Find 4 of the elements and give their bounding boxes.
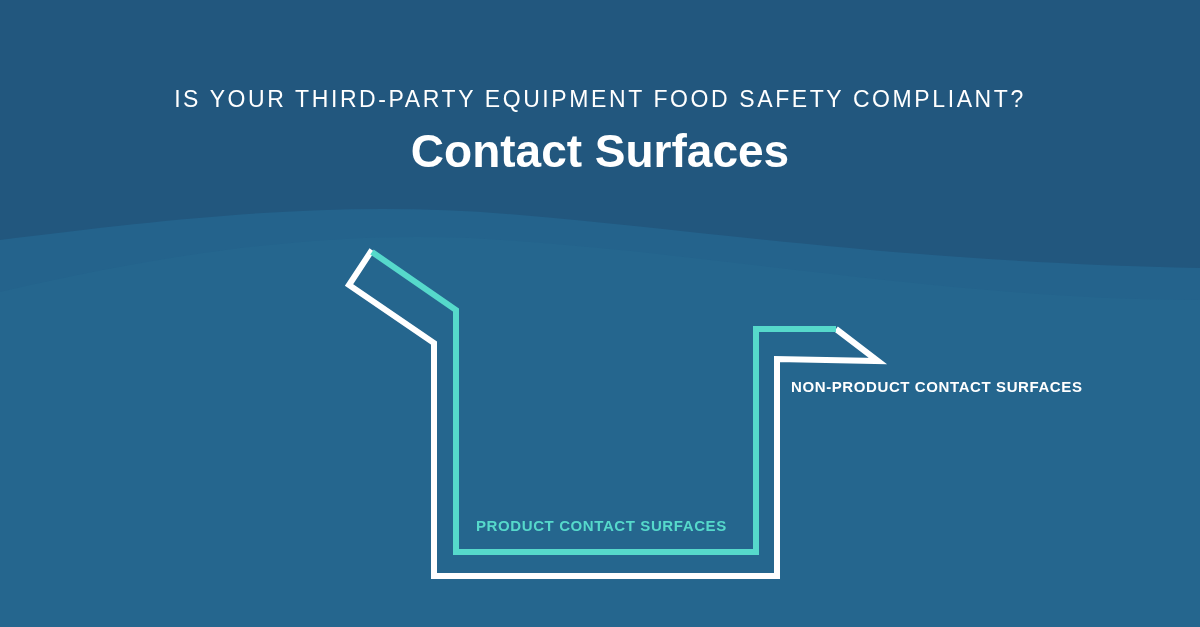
part-label: PRODUCT CONTACT SURFACES	[476, 517, 727, 534]
subtitle: IS YOUR THIRD-PARTY EQUIPMENT FOOD SAFETY COMPLIANT?	[173, 86, 1027, 113]
title: Contact Surfaces	[409, 124, 791, 178]
part-label: NON-PRODUCT CONTACT SURFACES	[791, 378, 1083, 395]
